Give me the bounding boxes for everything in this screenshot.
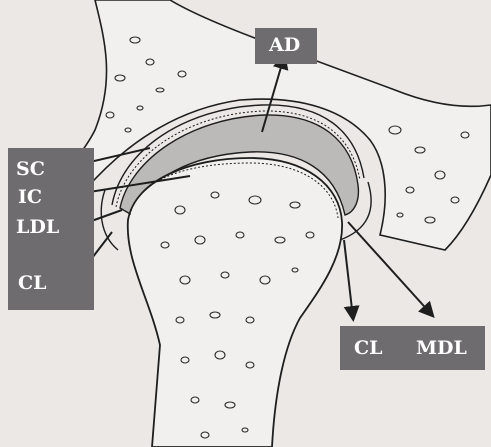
label-mdl: MDL [416, 337, 467, 359]
label-sc: SC [16, 158, 45, 180]
label-ad-box: AD [255, 28, 317, 64]
label-ad: AD [269, 34, 300, 56]
label-right-box: CL MDL [340, 326, 485, 370]
label-ldl: LDL [16, 216, 59, 238]
label-ic: IC [18, 186, 42, 208]
label-cl-left: CL [18, 272, 46, 294]
label-left-box: SC IC LDL CL [8, 148, 94, 310]
label-cl-right: CL [354, 337, 382, 359]
